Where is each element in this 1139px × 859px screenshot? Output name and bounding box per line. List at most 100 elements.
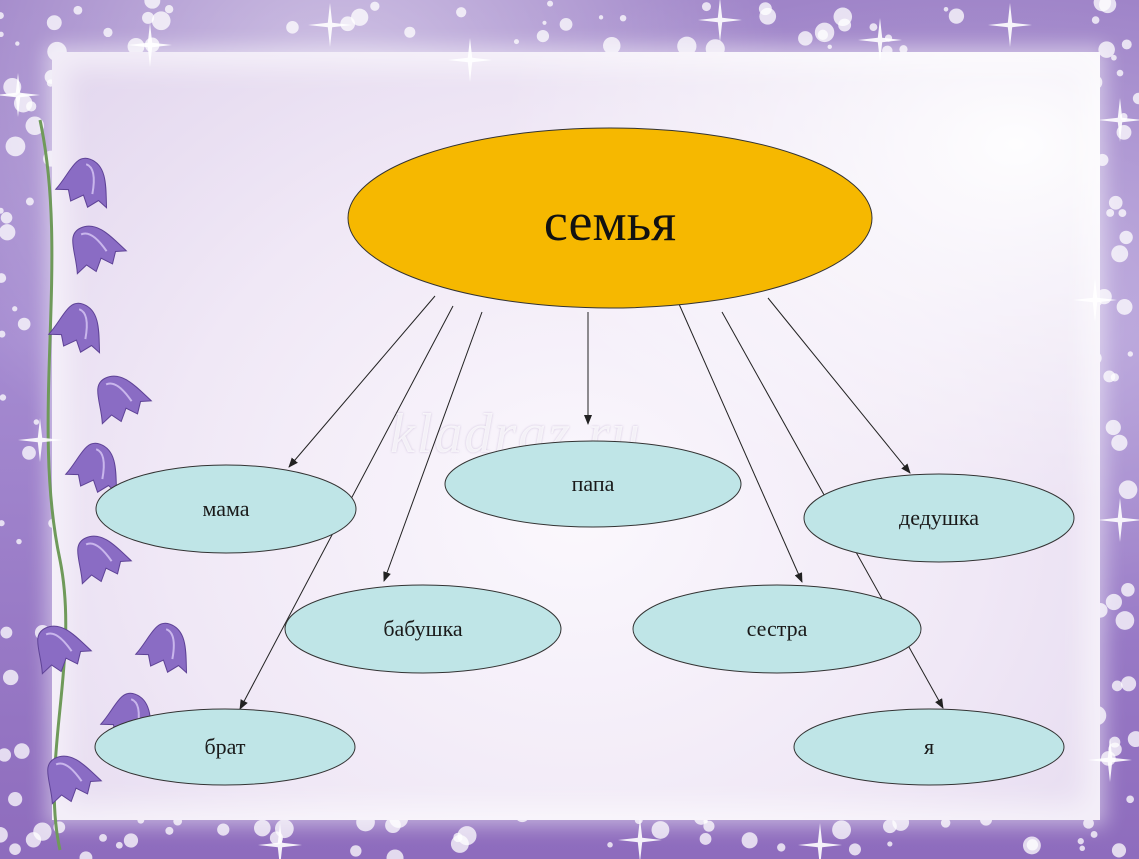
root-node: [347, 127, 873, 309]
bubble-decoration: [8, 792, 23, 807]
node-mama: [95, 464, 357, 554]
bubble-decoration: [1090, 831, 1098, 838]
bubble-decoration: [1121, 39, 1132, 50]
bubble-decoration: [385, 817, 401, 834]
bubble-decoration: [759, 7, 777, 25]
bubble-decoration: [1127, 351, 1134, 357]
bubble-decoration: [1098, 41, 1115, 58]
bubble-decoration: [0, 273, 7, 283]
arrow-dedushka: [767, 297, 911, 474]
bubble-decoration: [940, 818, 951, 828]
bubble-decoration: [741, 832, 758, 849]
bubble-decoration: [164, 5, 174, 14]
bubble-decoration: [699, 833, 712, 845]
bubble-decoration: [1118, 480, 1138, 500]
bubble-decoration: [5, 136, 26, 157]
bubble-decoration: [798, 31, 813, 46]
bubble-decoration: [1116, 299, 1133, 315]
bellflower-icon: [37, 119, 188, 851]
bellflower-icon: [47, 302, 101, 354]
bubble-decoration: [1091, 16, 1100, 24]
bubble-decoration: [33, 822, 52, 841]
bellflower-icon: [97, 375, 153, 425]
bellflower-icon: [54, 157, 108, 209]
bubble-decoration: [1121, 676, 1137, 692]
bubble-decoration: [404, 26, 416, 38]
bubble-decoration: [456, 7, 467, 18]
bubble-decoration: [2, 669, 19, 686]
bubble-decoration: [817, 29, 829, 41]
bubble-decoration: [1111, 434, 1128, 451]
bellflower-icon: [37, 625, 93, 675]
bellflower-icon: [47, 755, 103, 805]
bellflower-icon: [64, 442, 118, 494]
bubble-decoration: [115, 841, 123, 849]
bubble-decoration: [1118, 209, 1127, 217]
bubble-decoration: [513, 39, 520, 45]
bellflower-icon: [134, 622, 188, 674]
node-label-babushka: бабушка: [383, 616, 463, 641]
bubble-decoration: [1022, 836, 1041, 855]
bubble-decoration: [1111, 843, 1127, 858]
bubble-decoration: [46, 15, 62, 31]
bubble-decoration: [1105, 419, 1121, 436]
bubble-decoration: [1110, 373, 1119, 382]
bubble-decoration: [0, 748, 12, 762]
bubble-decoration: [943, 6, 949, 12]
bubble-decoration: [1119, 230, 1133, 245]
bubble-decoration: [0, 224, 16, 241]
bubble-decoration: [99, 833, 107, 842]
bubble-decoration: [103, 27, 113, 38]
bubble-decoration: [0, 330, 6, 338]
bubble-decoration: [1108, 195, 1123, 210]
bubble-decoration: [17, 317, 31, 331]
bubble-decoration: [386, 849, 404, 859]
bubble-decoration: [351, 8, 369, 26]
bubble-decoration: [0, 212, 13, 224]
node-label-papa: папа: [571, 471, 615, 496]
bubble-decoration: [1077, 838, 1084, 845]
bubble-decoration: [848, 843, 861, 856]
bubble-decoration: [1105, 593, 1122, 611]
node-dedushka: [803, 473, 1075, 563]
node-label-ya: я: [923, 734, 935, 759]
bubble-decoration: [1116, 69, 1124, 77]
bubble-decoration: [603, 36, 621, 55]
bubble-decoration: [1126, 795, 1134, 804]
bubble-decoration: [14, 743, 30, 759]
bubble-decoration: [1079, 845, 1086, 852]
arrow-sestra: [678, 303, 803, 583]
flower-stem: [38, 119, 68, 851]
bubble-decoration: [0, 520, 5, 527]
bubble-decoration: [142, 11, 155, 24]
bubble-decoration: [165, 826, 174, 835]
bubble-decoration: [0, 12, 4, 20]
bubble-decoration: [1106, 209, 1115, 217]
node-babushka: [284, 584, 562, 674]
bubble-decoration: [1083, 817, 1094, 829]
bubble-decoration: [144, 0, 161, 9]
bubble-decoration: [457, 826, 477, 846]
bubble-decoration: [350, 845, 362, 857]
root-label: семья: [543, 192, 677, 252]
bubble-decoration: [542, 20, 547, 25]
bubble-decoration: [1111, 245, 1129, 263]
bubble-decoration: [777, 843, 786, 852]
bubble-decoration: [1121, 583, 1135, 597]
bubble-decoration: [25, 197, 34, 206]
bubble-decoration: [217, 823, 230, 836]
node-brat: [94, 708, 356, 786]
bubble-decoration: [547, 0, 554, 7]
bubble-decoration: [598, 15, 604, 20]
arrow-babushka: [383, 311, 483, 582]
bubble-decoration: [1111, 54, 1117, 61]
bubble-decoration: [370, 1, 380, 11]
bubble-decoration: [0, 626, 13, 639]
bubble-decoration: [827, 44, 832, 50]
bellflower-icon: [72, 225, 128, 275]
bubble-decoration: [703, 820, 715, 832]
bubble-decoration: [703, 819, 708, 824]
bellflower-icon: [77, 535, 133, 585]
bubble-decoration: [1115, 611, 1135, 630]
